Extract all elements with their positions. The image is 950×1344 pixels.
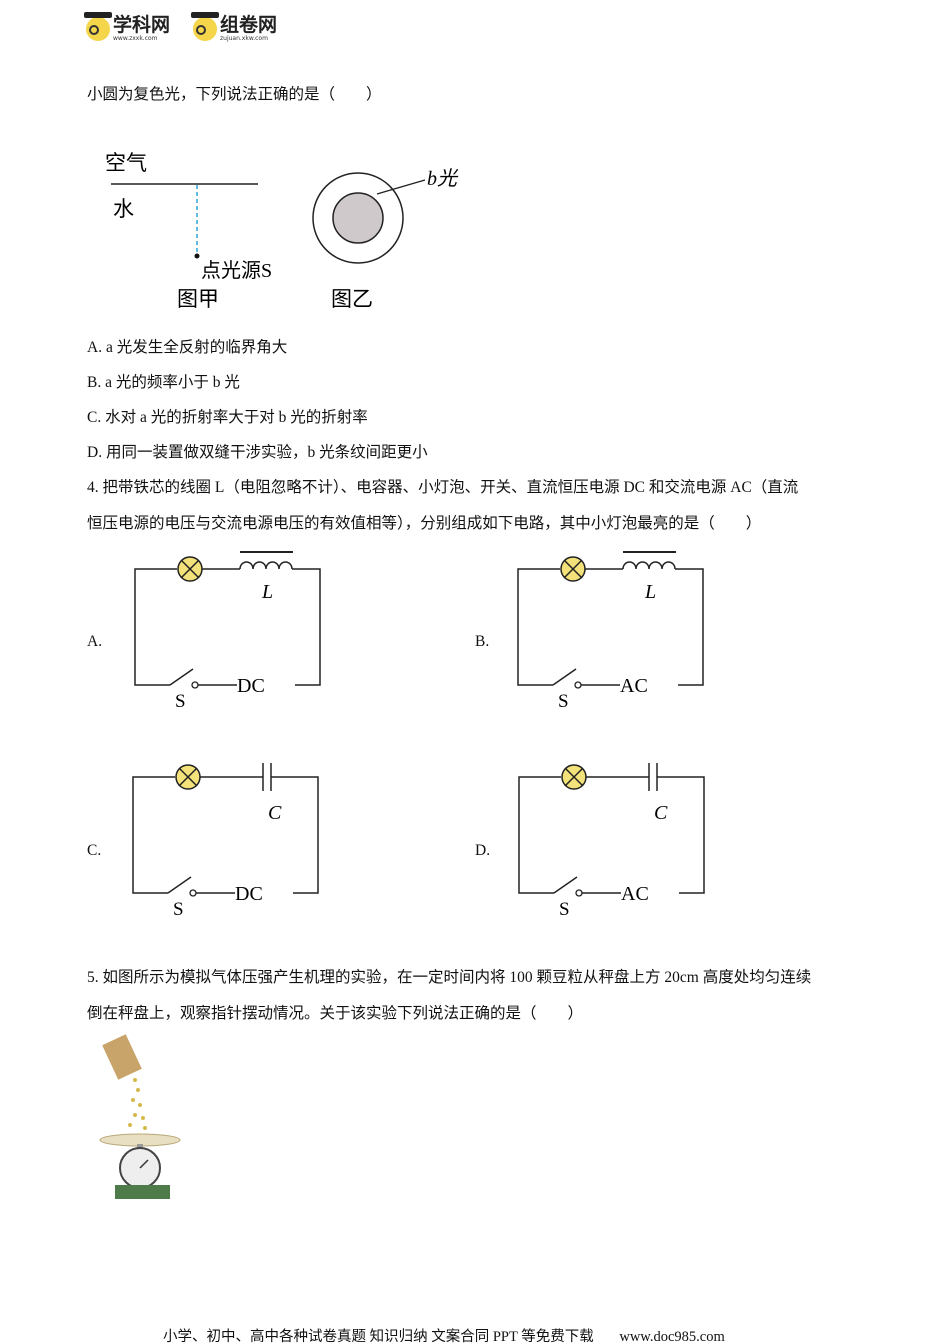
wire — [292, 568, 321, 686]
lamp-cross — [563, 559, 583, 579]
q5-stem-line2: 倒在秤盘上，观察指针摆动情况。关于该实验下列说法正确的是（ ） — [87, 1005, 584, 1022]
capacitor-label: C — [268, 802, 282, 824]
pointer-line — [376, 179, 426, 195]
wire — [518, 776, 561, 894]
switch-blade — [169, 668, 194, 686]
label-fig1: 图甲 — [177, 287, 219, 311]
q3-stem: 小圆为复色光，下列说法正确的是（ ） — [87, 86, 382, 103]
q3-figure: 空气 水 点光源S 图甲 b光 图乙 — [105, 151, 459, 311]
scale-base — [115, 1185, 170, 1199]
label-air: 空气 — [105, 151, 147, 175]
circuit-a: L S DC — [134, 551, 321, 712]
wire — [675, 568, 704, 686]
lamp-cross — [180, 559, 200, 579]
circuit-b: L S AC — [517, 551, 704, 712]
label-water: 水 — [113, 197, 134, 221]
inductor-coil — [239, 561, 293, 570]
inductor-label: L — [261, 581, 273, 603]
q3-option-a[interactable]: A. a 光发生全反射的临界角大 — [87, 339, 288, 356]
switch-label: S — [173, 899, 184, 920]
switch-contact — [574, 681, 582, 689]
inner-circle — [332, 192, 384, 244]
switch-blade — [167, 876, 192, 894]
scale-experiment-image — [99, 1034, 181, 1199]
q3-option-d[interactable]: D. 用同一装置做双缝干涉实验，b 光条纹间距更小 — [87, 444, 428, 461]
circuit-c-label[interactable]: C. — [87, 842, 102, 859]
wire — [134, 568, 177, 686]
logo-xuekewang[interactable]: 学科网 www.zxxk.com — [84, 12, 171, 42]
switch-label: S — [558, 691, 569, 712]
wire — [517, 568, 560, 686]
footer-text: 小学、初中、高中各种试卷真题 知识归纳 文案合同 PPT 等免费下载 — [163, 1329, 594, 1344]
lamp-cross — [564, 767, 584, 787]
circuit-d: C S AC — [518, 763, 705, 920]
logo-url: zujuan.xkw.com — [220, 35, 268, 42]
cup — [102, 1034, 142, 1080]
logo-name: 组卷网 — [220, 14, 278, 36]
switch-blade — [552, 668, 577, 686]
source-label: AC — [620, 675, 648, 697]
mascot-icon — [191, 12, 219, 41]
source-label: AC — [621, 883, 649, 905]
wire — [132, 776, 175, 894]
q4-stem-line2: 恒压电源的电压与交流电源电压的有效值相等），分别组成如下电路，其中小灯泡最亮的是… — [87, 515, 762, 532]
inductor-coil — [622, 561, 676, 570]
logo-zujuanwang[interactable]: 组卷网 zujuan.xkw.com — [191, 12, 278, 42]
point-source — [194, 253, 200, 259]
q3-option-b[interactable]: B. a 光的频率小于 b 光 — [87, 374, 240, 391]
circuit-c: C S DC — [132, 763, 319, 920]
q5-stem-line1: 5. 如图所示为模拟气体压强产生机理的实验，在一定时间内将 100 颗豆粒从秤盘… — [87, 969, 812, 986]
mascot-icon — [84, 12, 112, 41]
switch-contact — [189, 889, 197, 897]
lamp-cross — [178, 767, 198, 787]
wire — [271, 776, 319, 894]
logo-name: 学科网 — [113, 14, 171, 36]
footer: 小学、初中、高中各种试卷真题 知识归纳 文案合同 PPT 等免费下载 www.d… — [163, 1325, 725, 1344]
beans — [128, 1078, 147, 1130]
label-source: 点光源S — [201, 259, 272, 282]
circuit-b-label[interactable]: B. — [475, 633, 490, 650]
switch-label: S — [559, 899, 570, 920]
circuit-d-label[interactable]: D. — [475, 842, 491, 859]
logo-url: www.zxxk.com — [113, 35, 158, 42]
switch-contact — [191, 681, 199, 689]
circuit-a-label[interactable]: A. — [87, 633, 103, 650]
q4-stem-line1: 4. 把带铁芯的线圈 L（电阻忽略不计）、电容器、小灯泡、开关、直流恒压电源 D… — [87, 479, 799, 496]
label-fig2: 图乙 — [331, 287, 373, 311]
footer-url[interactable]: www.doc985.com — [619, 1329, 725, 1344]
switch-label: S — [175, 691, 186, 712]
capacitor-label: C — [654, 802, 668, 824]
switch-contact — [575, 889, 583, 897]
pointer — [139, 1159, 149, 1169]
label-b-light: b光 — [427, 168, 459, 190]
wire — [657, 776, 705, 894]
q3-option-c[interactable]: C. 水对 a 光的折射率大于对 b 光的折射率 — [87, 409, 368, 426]
source-label: DC — [237, 675, 265, 697]
source-label: DC — [235, 883, 263, 905]
inductor-label: L — [644, 581, 656, 603]
switch-blade — [553, 876, 578, 894]
